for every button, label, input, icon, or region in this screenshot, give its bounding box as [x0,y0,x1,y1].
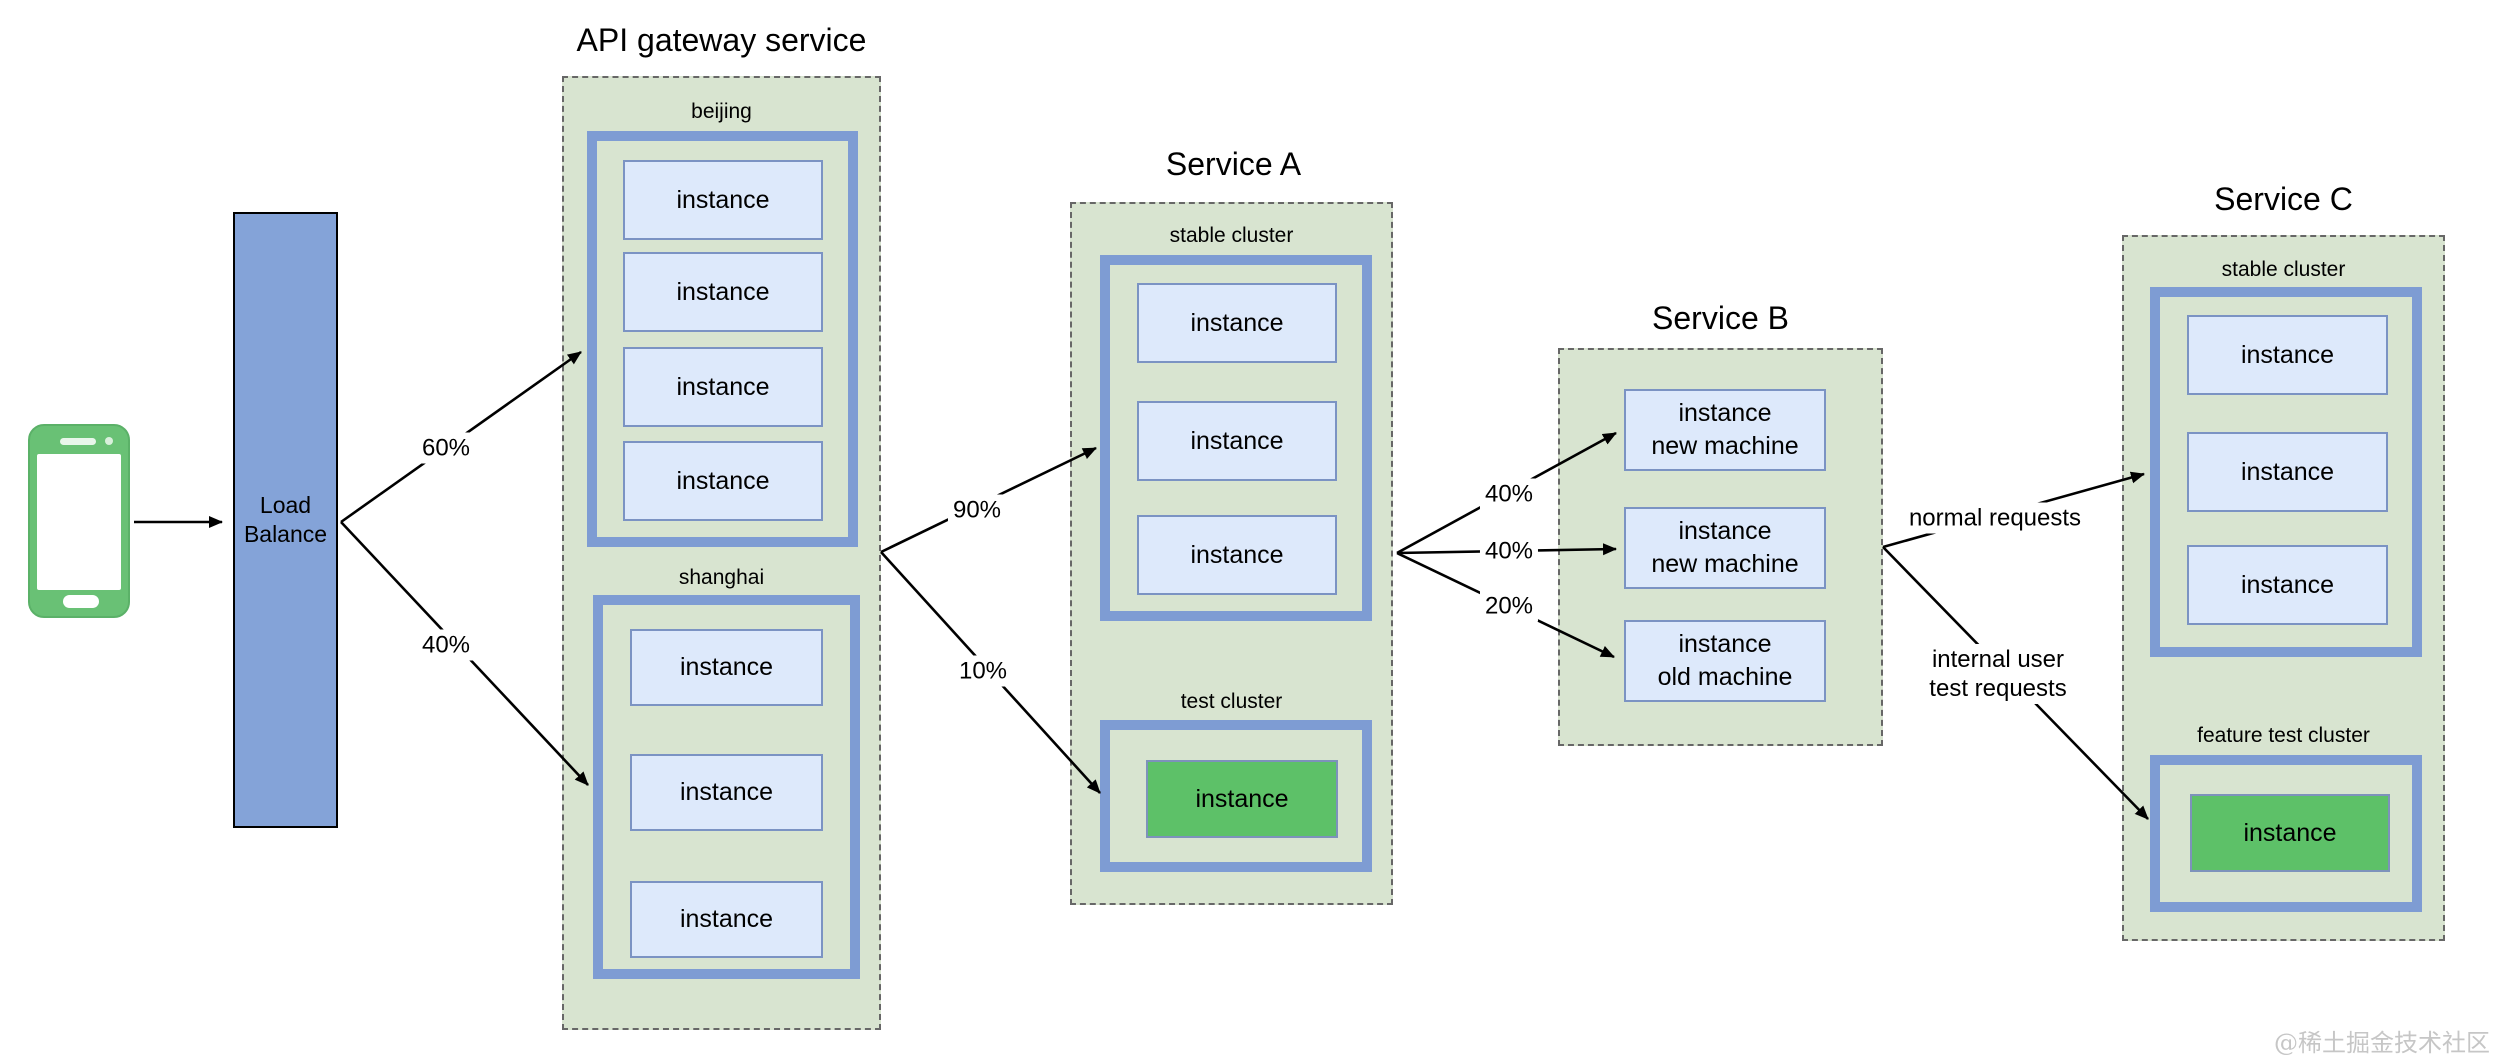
edge-label-40pct-lb: 40% [416,629,476,661]
beijing-instance-2: instance [623,252,823,332]
service-c-instance-1: instance [2187,315,2388,395]
edge-label-40pct-b1: 40% [1479,478,1539,510]
service-b-instance-old: instance old machine [1624,620,1826,702]
service-a-instance-3: instance [1137,515,1337,595]
service-a-test-cluster-box [1100,720,1372,872]
service-c-stable-cluster-box [2150,287,2422,657]
smartphone-icon [28,424,130,618]
service-a-instance-1: instance [1137,283,1337,363]
service-b-instance-new-1: instance new machine [1624,389,1826,471]
machine-type-label: new machine [1651,550,1799,578]
beijing-instance-4: instance [623,441,823,521]
service-c-feature-cluster-box [2150,755,2422,912]
internal-user-line: internal user [1931,646,2065,673]
edge-label-20pct: 20% [1479,590,1539,622]
beijing-cluster-label: beijing [691,100,752,123]
edge-label-10pct: 10% [953,655,1013,687]
service-c-instance-2: instance [2187,432,2388,512]
service-a-stable-cluster-box [1100,255,1372,621]
edge-label-60pct: 60% [416,432,476,464]
machine-type-label: old machine [1657,663,1793,691]
shanghai-cluster-box [593,595,860,979]
api-gateway-title: API gateway service [576,22,867,58]
beijing-instance-3: instance [623,347,823,427]
service-a-instance-2: instance [1137,401,1337,481]
phone-speaker [60,438,96,445]
edge-label-internal-test-requests: internal user test requests [1924,644,2072,704]
edge-label-90pct: 90% [947,494,1007,526]
service-a-title: Service A [1165,146,1302,182]
service-b-title: Service B [1652,300,1789,336]
shanghai-instance-1: instance [630,629,823,706]
service-b-instance-new-2: instance new machine [1624,507,1826,589]
service-c-feature-cluster-label: feature test cluster [2197,724,2370,747]
shanghai-cluster-label: shanghai [678,566,765,589]
watermark-text: @稀土掘金技术社区 [2274,1029,2490,1057]
service-c-title: Service C [2214,181,2353,217]
phone-screen [37,454,121,590]
service-a-test-cluster-label: test cluster [1180,690,1283,713]
instance-label: instance [1678,399,1772,427]
load-balancer-box: Load Balance [233,212,338,828]
service-a-stable-cluster-label: stable cluster [1169,224,1294,247]
beijing-instance-1: instance [623,160,823,240]
shanghai-instance-2: instance [630,754,823,831]
shanghai-instance-3: instance [630,881,823,958]
service-a-test-instance: instance [1146,760,1338,838]
beijing-cluster-box [587,131,858,547]
phone-camera-dot [105,437,113,445]
test-requests-line: test requests [1929,675,2067,702]
phone-home-button [63,595,99,608]
service-c-feature-instance: instance [2190,794,2390,872]
service-c-instance-3: instance [2187,545,2388,625]
instance-label: instance [1678,517,1772,545]
instance-label: instance [1678,630,1772,658]
machine-type-label: new machine [1651,432,1799,460]
edge-label-40pct-b2: 40% [1479,535,1539,567]
service-c-stable-cluster-label: stable cluster [2221,258,2346,281]
edge-label-normal-requests: normal requests [1903,502,2087,534]
